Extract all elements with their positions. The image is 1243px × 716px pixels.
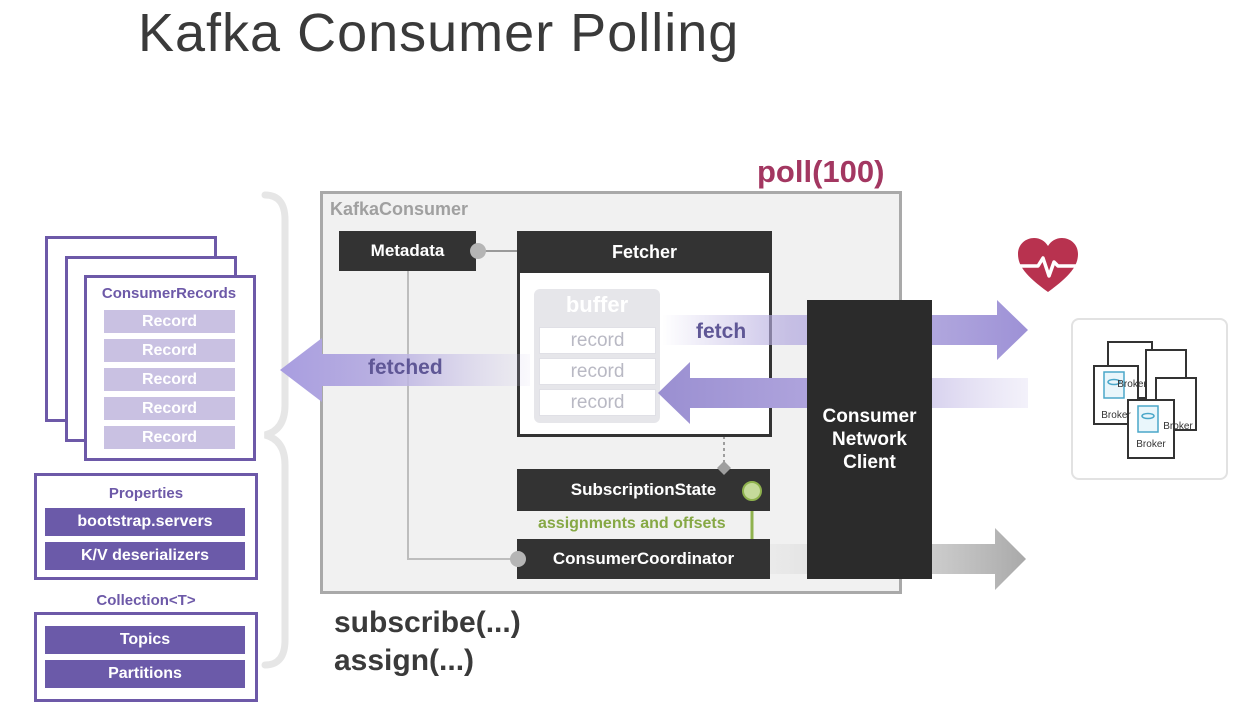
fetched-arrow [280, 338, 530, 402]
record-item: Record [104, 368, 235, 391]
record-item: Record [104, 397, 235, 420]
kafka-consumer-label: KafkaConsumer [330, 199, 469, 219]
property-item: bootstrap.servers [45, 508, 245, 536]
page-title: Kafka Consumer Polling [138, 3, 740, 63]
broker-label: Broker [1163, 421, 1193, 432]
collection-item: Partitions [45, 660, 245, 688]
consumer-records-title: ConsumerRecords [101, 285, 237, 302]
broker-label: Broker [1136, 439, 1166, 450]
assignments-offsets-label: assignments and offsets [538, 515, 726, 532]
broker-label: Broker [1117, 379, 1147, 390]
diamond-connector [717, 461, 731, 475]
subscribe-call: subscribe(...) [334, 606, 521, 639]
subscription-state-box: SubscriptionState [517, 469, 770, 511]
buffer-record: record [539, 389, 656, 416]
subscribe-calls: subscribe(...) assign(...) [334, 604, 521, 680]
consumer-coordinator-box: ConsumerCoordinator [517, 539, 770, 579]
collection-title: Collection<T> [96, 592, 196, 609]
heartbeat-icon [1018, 238, 1078, 292]
metadata-box: Metadata [339, 231, 476, 271]
record-item: Record [104, 310, 235, 333]
record-item: Record [104, 339, 235, 362]
buffer-record: record [539, 327, 656, 354]
fetch-label: fetch [696, 320, 747, 343]
metadata-connector-dot [470, 243, 486, 259]
property-item: K/V deserializers [45, 542, 245, 570]
coordinator-connector-dot [510, 551, 526, 567]
record-item: Record [104, 426, 235, 449]
fetcher-header: Fetcher [517, 231, 772, 273]
broker-cluster [1093, 341, 1197, 459]
buffer-record: record [539, 358, 656, 385]
network-client-label: Consumer Network Client [822, 406, 917, 473]
buffer-label: buffer [565, 292, 629, 317]
subscription-connector-dot [742, 481, 762, 501]
broker-label: Broker [1101, 410, 1131, 421]
database-icon [1103, 371, 1159, 433]
properties-title: Properties [108, 485, 184, 502]
assign-call: assign(...) [334, 644, 475, 677]
fetched-label: fetched [368, 356, 443, 379]
poll-call-label: poll(100) [757, 154, 885, 189]
brace-decoration [261, 191, 289, 669]
consumer-network-client-box: Consumer Network Client [807, 300, 932, 579]
collection-item: Topics [45, 626, 245, 654]
